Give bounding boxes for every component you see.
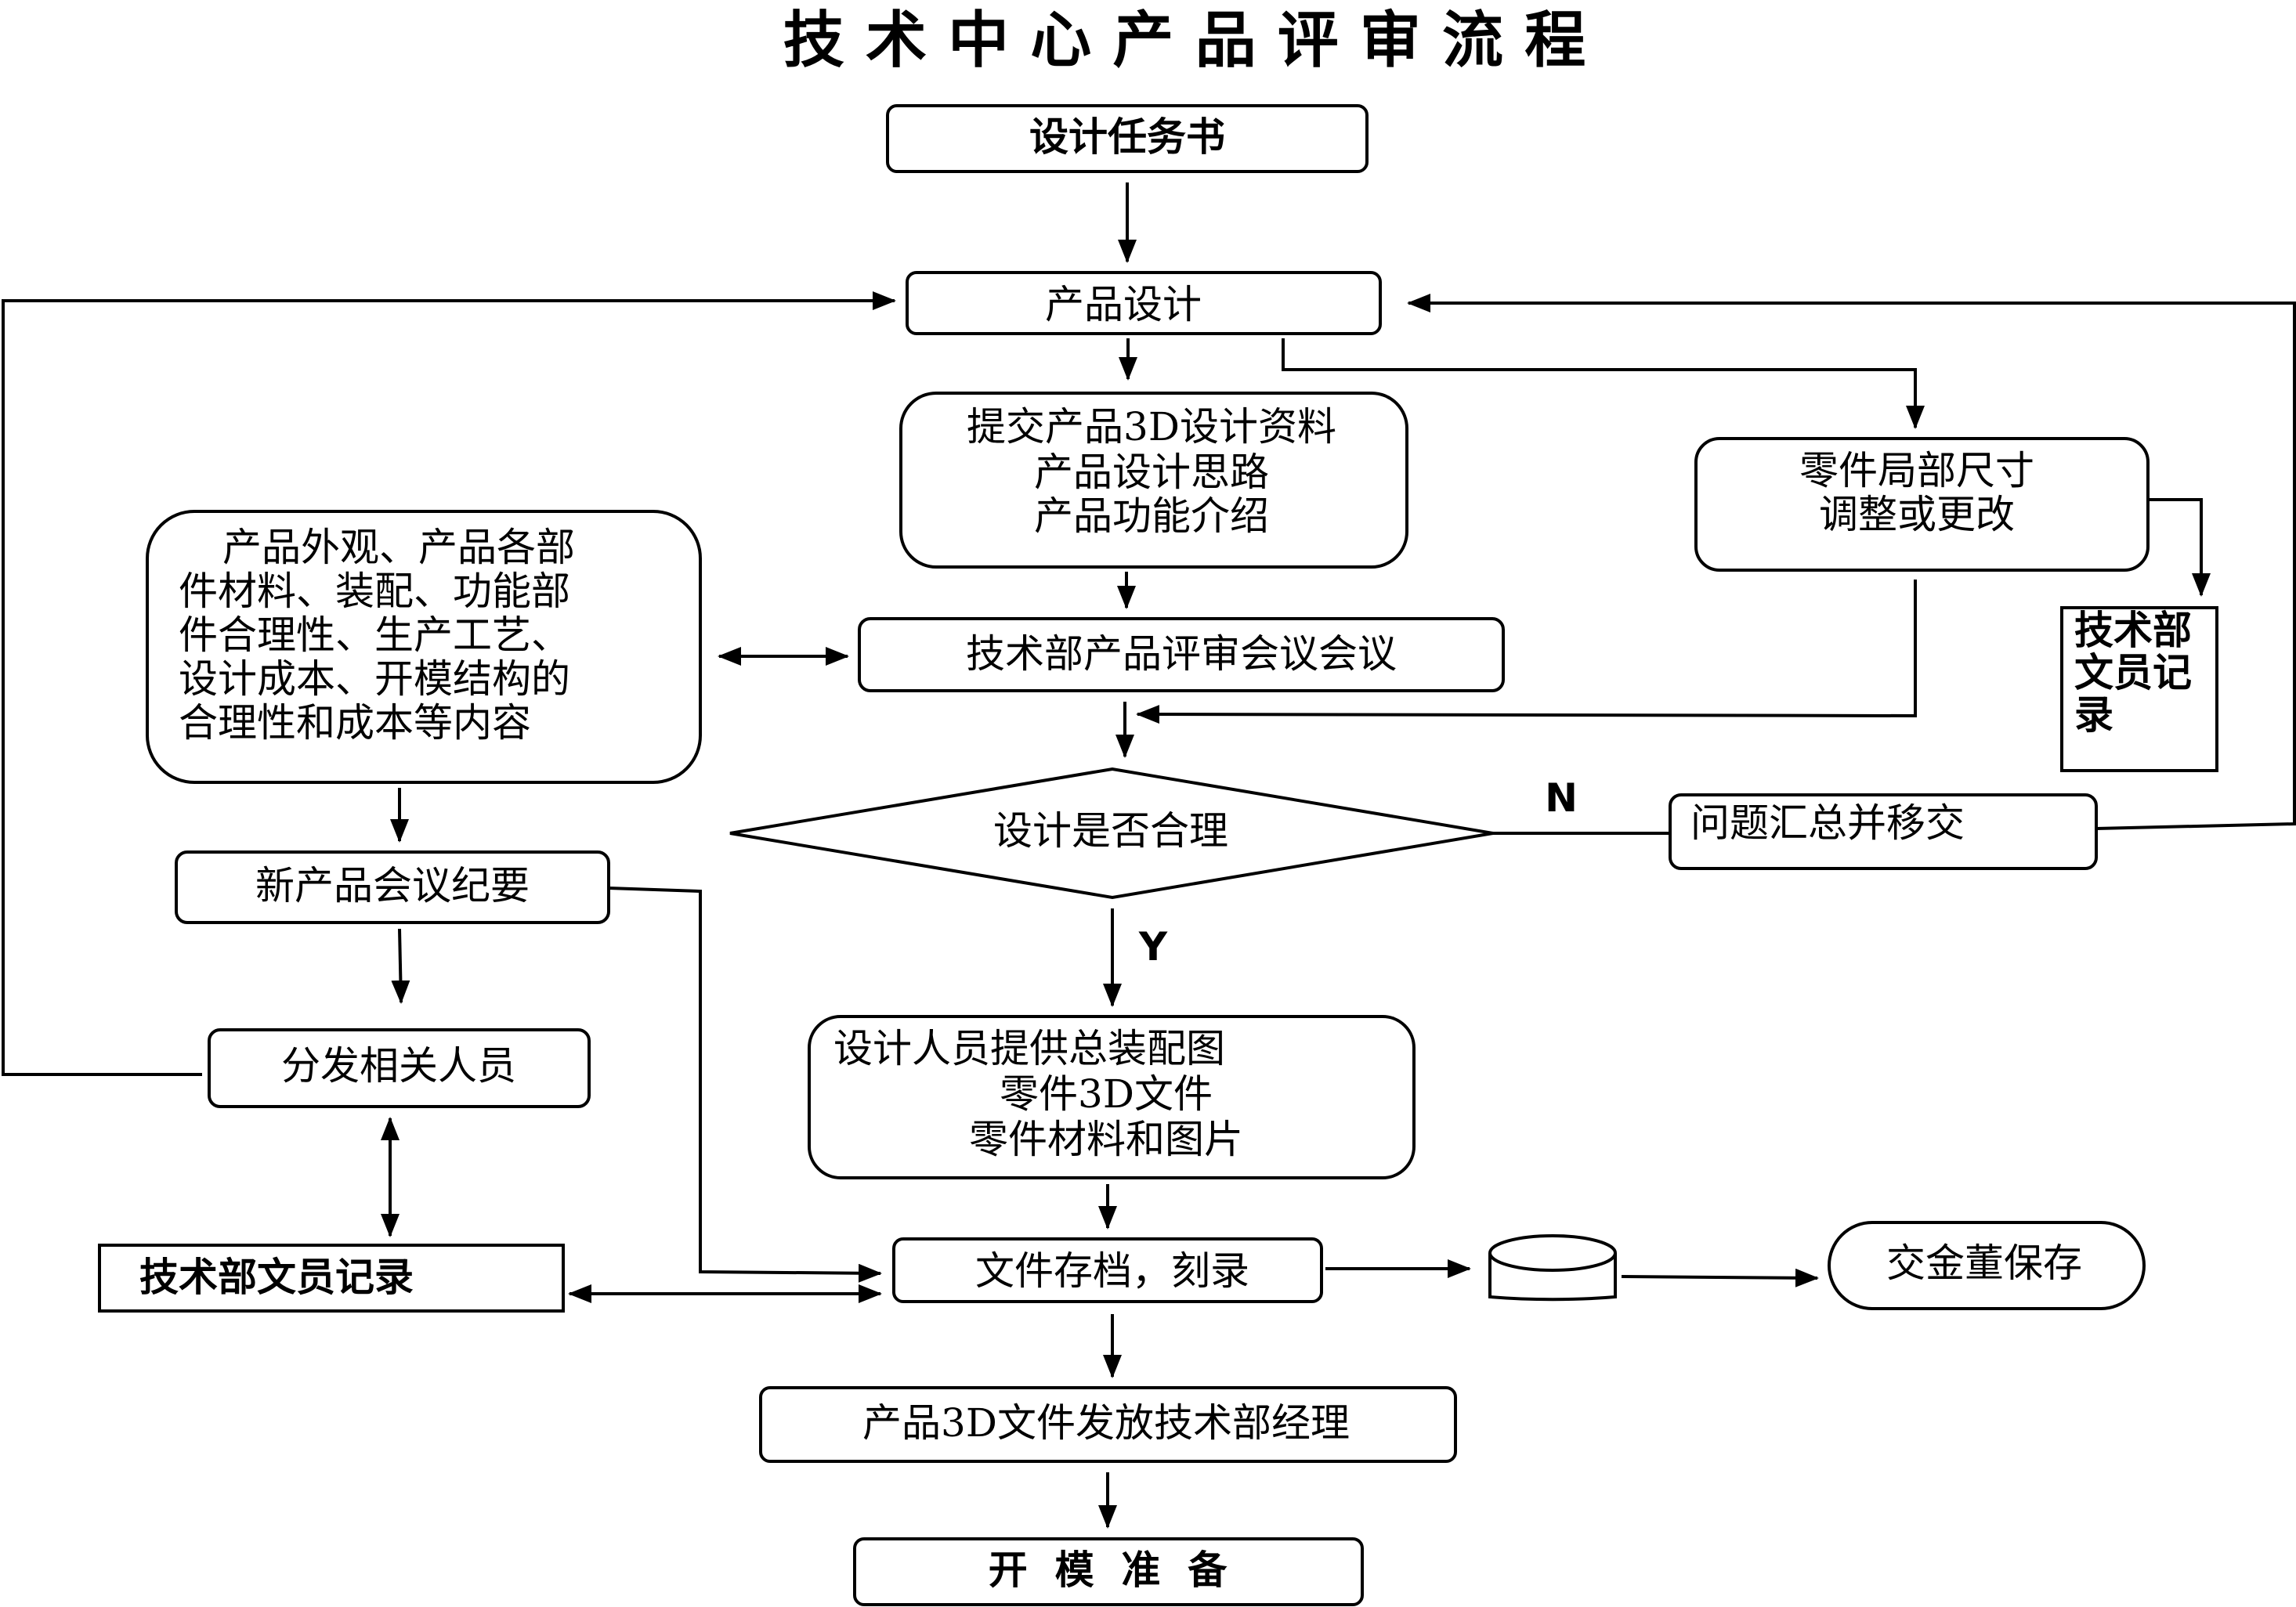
review-content-line-1: 产品外观、产品各部 <box>222 525 575 570</box>
design-reasonable-label: 设计是否合理 <box>993 808 1228 854</box>
submit-data-line-2: 产品设计思路 <box>1034 450 1269 495</box>
arrow-issue-to-design <box>1407 294 2296 830</box>
arrow-part-adjust-to-meeting <box>1136 580 1917 724</box>
meeting-minutes-label: 新产品会议纪要 <box>255 863 530 908</box>
task-book-box <box>886 104 1369 173</box>
designer-provide-line-1: 设计人员提供总装配图 <box>833 1026 1225 1071</box>
product-design-box <box>906 271 1382 335</box>
review-content-line-4: 设计成本、开模结构的 <box>179 656 570 702</box>
submit-data-line-1: 提交产品3D设计资料 <box>967 404 1336 450</box>
review-meeting-box <box>858 617 1505 692</box>
arrow-storage-to-jjd <box>1621 1268 1819 1287</box>
arrow-minutes-to-distribute <box>391 928 410 1004</box>
clerk-record-right-line-1: 技术部 <box>2074 608 2192 653</box>
part-adjust-line-2: 调整或更改 <box>1819 492 2015 537</box>
part-adjust-box <box>1694 437 2150 572</box>
review-content-line-3: 件合理性、生产工艺、 <box>179 612 570 658</box>
distribute-box <box>208 1028 591 1108</box>
file-archive-label: 文件存档，刻录 <box>975 1248 1249 1294</box>
clerk-record-right-line-2: 文员记 <box>2074 650 2192 695</box>
part-adjust-line-1: 零件局部尺寸 <box>1799 448 2034 493</box>
meeting-minutes-box <box>175 850 610 924</box>
yes-label: Y <box>1138 924 1168 970</box>
release-3d-label: 产品3D文件发放技术部经理 <box>862 1400 1350 1446</box>
issue-summary-label: 问题汇总并移交 <box>1690 800 1965 846</box>
designer-provide-line-2: 零件3D文件 <box>1000 1071 1213 1117</box>
jiao-jin-dong-label: 交金董保存 <box>1886 1240 2082 1286</box>
submit-data-line-3: 产品功能介绍 <box>1034 493 1269 539</box>
release-3d-box <box>759 1386 1457 1463</box>
submit-data-box <box>899 392 1408 569</box>
review-content-line-5: 合理性和成本等内容 <box>179 700 531 746</box>
storage-cylinder-icon <box>1488 1234 1617 1302</box>
designer-provide-box <box>808 1015 1416 1179</box>
jiao-jin-dong-box <box>1828 1221 2146 1310</box>
product-design-label: 产品设计 <box>1045 282 1202 327</box>
distribute-label: 分发相关人员 <box>281 1043 516 1089</box>
arrow-part-adjust-to-clerk <box>2148 498 2211 597</box>
page-title: 技 术 中 心 产 品 评 审 流 程 <box>783 5 1586 76</box>
review-meeting-label: 技术部产品评审会议会议 <box>966 631 1397 677</box>
clerk-record-right-box <box>2060 606 2218 772</box>
arrow-design-to-part-adjust <box>1282 338 1925 429</box>
file-archive-box <box>892 1237 1323 1303</box>
clerk-record-left-box <box>98 1244 565 1313</box>
no-label: N <box>1545 775 1578 821</box>
arrow-distribute-to-design <box>2 291 896 1076</box>
review-content-box <box>146 510 702 784</box>
review-content-line-2: 件材料、装配、功能部 <box>179 569 570 614</box>
designer-provide-line-3: 零件材料和图片 <box>969 1117 1243 1162</box>
arrow-minutes-to-archive <box>608 887 882 1283</box>
clerk-record-right-line-3: 录 <box>2074 692 2113 738</box>
clerk-record-left-label: 技术部文员记录 <box>139 1255 414 1300</box>
task-book-label: 设计任务书 <box>1029 114 1225 160</box>
mold-prep-box <box>853 1537 1364 1606</box>
mold-prep-label: 开 模 准 备 <box>989 1547 1228 1593</box>
